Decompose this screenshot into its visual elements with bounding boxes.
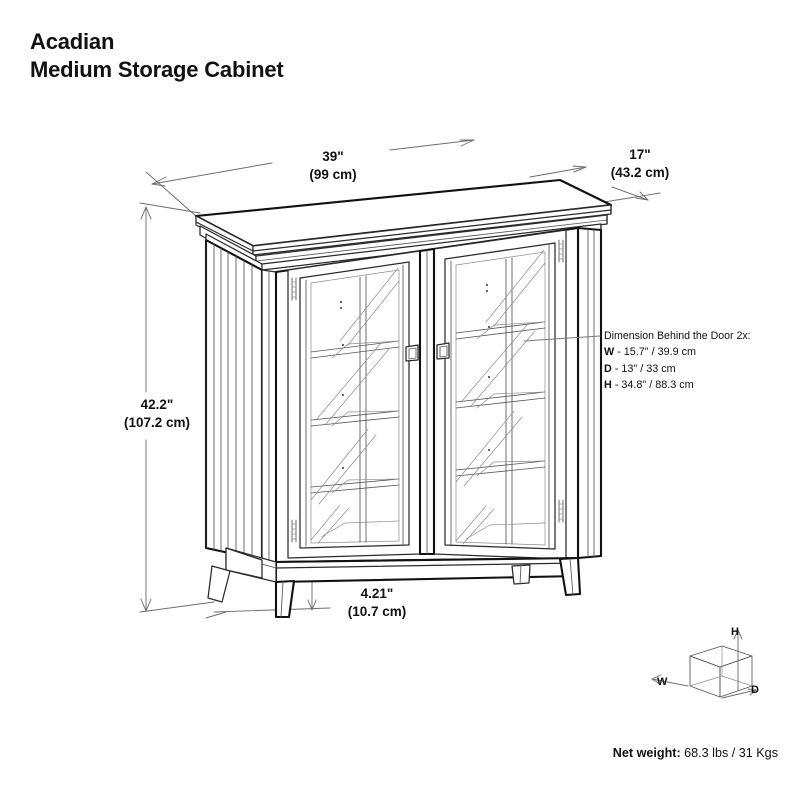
cube-legend-depth-label: D bbox=[751, 684, 759, 696]
depth-dimension-label: 17" (43.2 cm) bbox=[588, 146, 692, 182]
width-dimension-label: 39" (99 cm) bbox=[278, 148, 388, 184]
net-weight-label: Net weight: bbox=[612, 746, 681, 760]
callout-value-h: - 34.8" / 88.3 cm bbox=[614, 378, 694, 391]
toe-imperial: 4.21" bbox=[360, 586, 394, 601]
width-metric: (99 cm) bbox=[309, 166, 357, 182]
cabinet-left-side-panel bbox=[204, 238, 277, 563]
height-imperial: 42.2" bbox=[140, 397, 174, 412]
floor-reference-line bbox=[205, 611, 227, 619]
callout-row-h: H - 34.8" / 88.3 cm bbox=[604, 377, 794, 393]
interior-dimension-callout: Dimension Behind the Door 2x: W - 15.7" … bbox=[604, 328, 794, 393]
callout-key-w: W bbox=[604, 346, 615, 359]
cabinet-center-stile bbox=[418, 247, 436, 556]
net-weight: Net weight: 68.3 lbs / 31 Kgs bbox=[613, 746, 778, 760]
cabinet-right-door[interactable] bbox=[433, 229, 567, 560]
toe-clearance-dimension-label: 4.21" (10.7 cm) bbox=[322, 585, 432, 621]
callout-key-d: D bbox=[604, 362, 612, 375]
callout-row-d: D - 13" / 33 cm bbox=[604, 361, 794, 377]
cabinet-base-apron bbox=[225, 547, 580, 584]
callout-value-d: - 13" / 33 cm bbox=[614, 362, 676, 375]
toe-metric: (10.7 cm) bbox=[347, 603, 407, 619]
cube-legend-icon bbox=[651, 629, 757, 699]
depth-imperial: 17" bbox=[629, 147, 651, 162]
depth-metric: (43.2 cm) bbox=[610, 164, 670, 180]
product-subtitle: Medium Storage Cabinet bbox=[30, 57, 284, 83]
cube-legend-width-label: W bbox=[657, 676, 668, 688]
callout-value-w: - 15.7" / 39.9 cm bbox=[617, 346, 697, 359]
height-dimension-label: 42.2" (107.2 cm) bbox=[100, 396, 214, 432]
width-dimension-line bbox=[145, 139, 475, 217]
callout-key-h: H bbox=[604, 378, 612, 391]
depth-dimension-line bbox=[529, 165, 661, 205]
height-dimension-line bbox=[139, 202, 215, 613]
callout-heading: Dimension Behind the Door 2x: bbox=[604, 330, 751, 342]
product-name: Acadian bbox=[30, 29, 115, 54]
height-metric: (107.2 cm) bbox=[123, 414, 191, 430]
width-imperial: 39" bbox=[322, 149, 344, 164]
cabinet-left-door[interactable] bbox=[287, 250, 421, 559]
net-weight-value: 68.3 lbs / 31 Kgs bbox=[684, 746, 778, 760]
interior-dimension-leader bbox=[523, 335, 601, 342]
callout-row-w: W - 15.7" / 39.9 cm bbox=[604, 344, 794, 360]
door-handle-right[interactable] bbox=[436, 342, 450, 360]
door-hinges bbox=[291, 239, 564, 543]
cube-legend-height-label: H bbox=[731, 626, 739, 638]
door-handle-left[interactable] bbox=[405, 344, 419, 362]
page-title: Acadian Medium Storage Cabinet bbox=[30, 28, 284, 84]
cabinet-legs bbox=[207, 556, 582, 619]
